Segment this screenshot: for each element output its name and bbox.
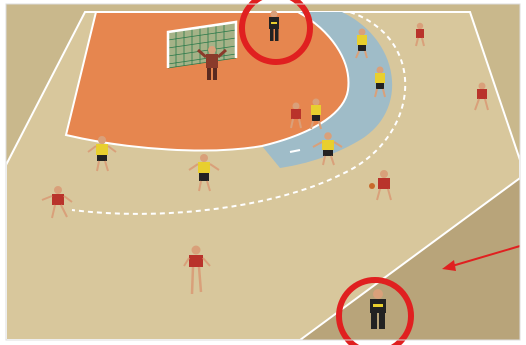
- handball-court-illustration: [0, 0, 526, 345]
